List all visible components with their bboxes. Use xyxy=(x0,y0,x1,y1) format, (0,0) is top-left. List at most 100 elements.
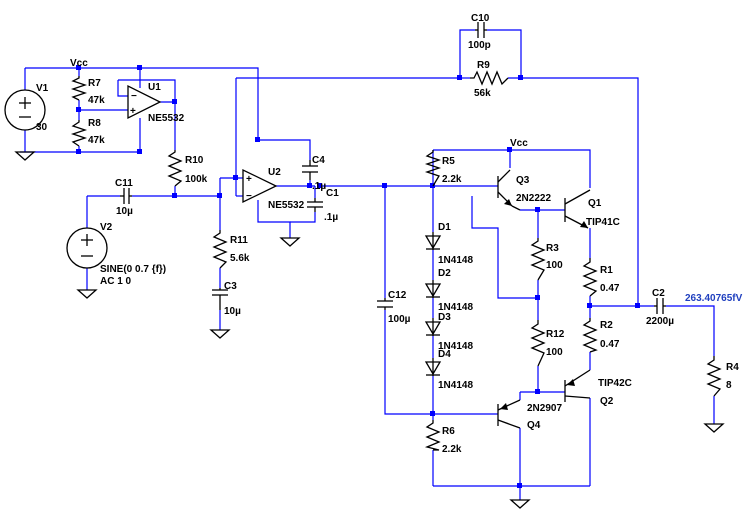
capacitor-c11 xyxy=(120,188,132,204)
r1-name: R1 xyxy=(600,265,613,276)
q3-name: Q3 xyxy=(516,175,530,186)
r10-name: R10 xyxy=(185,155,204,166)
d4-part: 1N4148 xyxy=(438,380,473,391)
capacitor-c2 xyxy=(654,298,666,314)
q2-part: TIP42C xyxy=(598,378,632,389)
capacitor-c10 xyxy=(475,22,487,38)
r7-name: R7 xyxy=(88,78,101,89)
r8-value: 47k xyxy=(88,135,105,146)
resistor-r3 xyxy=(530,238,546,281)
v2-name: V2 xyxy=(100,222,113,233)
d1-name: D1 xyxy=(438,222,451,233)
svg-text:−: − xyxy=(246,191,252,202)
resistor-r12 xyxy=(530,320,546,367)
r11-value: 5.6k xyxy=(230,253,250,264)
r8-name: R8 xyxy=(88,118,101,129)
resistor-r7 xyxy=(70,76,88,101)
c3-name: C3 xyxy=(224,281,237,292)
r4-name: R4 xyxy=(726,362,739,373)
diode-d3 xyxy=(424,318,442,336)
vcc-label-2: Vcc xyxy=(510,138,528,149)
capacitor-c1 xyxy=(307,198,323,212)
c2-value: 2200µ xyxy=(646,316,674,327)
r12-name: R12 xyxy=(546,329,565,340)
svg-text:+: + xyxy=(246,174,252,185)
u1-name: U1 xyxy=(148,82,161,93)
c1-name: C1 xyxy=(326,188,339,199)
r2-name: R2 xyxy=(600,320,613,331)
capacitor-c12 xyxy=(377,298,393,310)
c12-name: C12 xyxy=(388,290,407,301)
source-v2 xyxy=(66,227,108,269)
r3-name: R3 xyxy=(546,243,559,254)
c3-value: 10µ xyxy=(224,306,241,317)
transistor-q3 xyxy=(497,169,521,211)
r2-value: 0.47 xyxy=(600,339,620,350)
c12-value: 100µ xyxy=(388,314,411,325)
d2-part: 1N4148 xyxy=(438,302,473,313)
junction-dots xyxy=(76,65,640,488)
d2-name: D2 xyxy=(438,268,451,279)
svg-text:+: + xyxy=(130,106,136,117)
c11-name: C11 xyxy=(115,178,133,189)
transistor-q4 xyxy=(497,399,521,429)
r7-value: 47k xyxy=(88,95,105,106)
diode-d1 xyxy=(424,232,442,250)
opamp-u1: − + xyxy=(127,84,162,120)
resistor-r1 xyxy=(582,258,598,297)
q1-part: TIP41C xyxy=(586,217,620,228)
v2-wave: SINE(0 0.7 {f}) xyxy=(100,264,166,275)
r5-name: R5 xyxy=(442,156,455,167)
c4-name: C4 xyxy=(312,155,325,166)
r4-value: 8 xyxy=(726,380,732,391)
r12-value: 100 xyxy=(546,347,563,358)
capacitor-c3 xyxy=(212,288,228,310)
v1-name: V1 xyxy=(36,83,49,94)
q2-name: Q2 xyxy=(600,396,614,407)
r3-value: 100 xyxy=(546,260,563,271)
q4-part: 2N2907 xyxy=(527,403,562,414)
d4-name: D4 xyxy=(438,349,451,360)
output-voltage-probe: 263.40765fV xyxy=(685,293,743,304)
resistor-r4 xyxy=(706,356,722,397)
r9-value: 56k xyxy=(474,88,491,99)
vcc-label-1: Vcc xyxy=(70,58,88,69)
r5-value: 2.2k xyxy=(442,174,462,185)
c1-value: .1µ xyxy=(324,212,338,223)
r6-name: R6 xyxy=(442,426,455,437)
diode-d4 xyxy=(424,358,442,376)
r11-name: R11 xyxy=(230,235,248,246)
diode-d2 xyxy=(424,280,442,298)
resistor-r11 xyxy=(212,230,228,269)
resistor-r2 xyxy=(582,318,598,353)
q3-part: 2N2222 xyxy=(516,193,551,204)
svg-text:−: − xyxy=(131,91,137,102)
q1-name: Q1 xyxy=(588,198,602,209)
c11-value: 10µ xyxy=(116,206,133,217)
c2-name: C2 xyxy=(652,288,665,299)
resistor-r5 xyxy=(424,150,442,187)
source-v1 xyxy=(4,89,46,131)
u1-part: NE5532 xyxy=(148,113,185,124)
resistor-r10 xyxy=(167,150,183,187)
u2-name: U2 xyxy=(268,167,281,178)
q4-name: Q4 xyxy=(527,420,541,431)
v2-ac: AC 1 0 xyxy=(100,276,132,287)
d3-part: 1N4148 xyxy=(438,341,473,352)
r9-name: R9 xyxy=(477,60,490,71)
c10-name: C10 xyxy=(471,13,490,24)
d3-name: D3 xyxy=(438,312,451,323)
ground-symbols xyxy=(14,151,725,509)
r6-value: 2.2k xyxy=(442,444,462,455)
resistor-r9 xyxy=(470,70,509,86)
opamp-u2: + − xyxy=(242,168,278,204)
resistor-r8 xyxy=(70,120,88,147)
c4-value: .1µ xyxy=(312,181,326,192)
c10-value: 100p xyxy=(468,40,491,51)
r1-value: 0.47 xyxy=(600,283,620,294)
capacitor-c4 xyxy=(302,160,318,180)
resistor-r6 xyxy=(424,420,441,451)
r10-value: 100k xyxy=(185,174,208,185)
